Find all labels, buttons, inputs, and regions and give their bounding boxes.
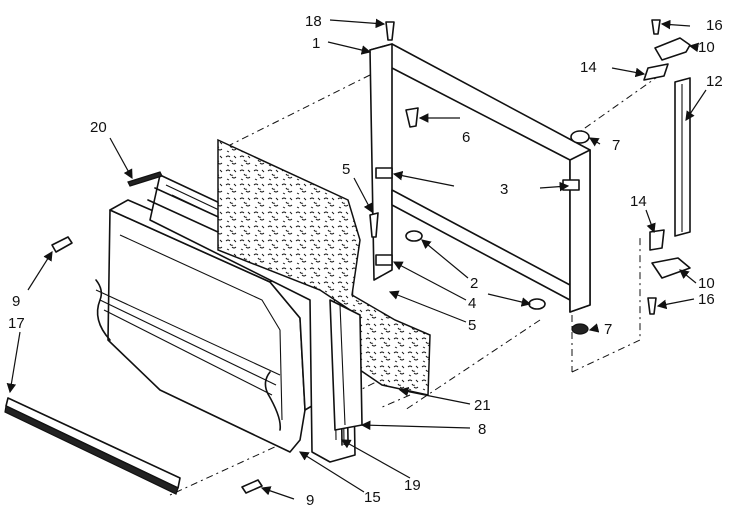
handle-brackets (643, 19, 691, 315)
callout-14-upper: 14 (580, 59, 597, 76)
callout-9-lower: 9 (306, 492, 314, 509)
callout-14-lower: 14 (630, 193, 647, 210)
callout-labels: 1 18 6 3 5 2 4 5 7 7 21 8 19 15 9 20 9 1… (8, 13, 723, 509)
callout-4: 4 (468, 295, 476, 312)
door-shelf-rail (4, 397, 181, 495)
leader-arrows (6, 18, 707, 500)
small-parts (51, 21, 590, 494)
callout-1: 1 (312, 35, 320, 52)
callout-16-upper: 16 (706, 17, 723, 34)
callout-7-lower: 7 (604, 321, 612, 338)
callout-5-lower: 5 (468, 317, 476, 334)
callout-16-lower: 16 (698, 291, 715, 308)
callout-10-lower: 10 (698, 275, 715, 292)
door-frame (369, 43, 591, 313)
callout-15: 15 (364, 489, 381, 506)
callout-6: 6 (462, 129, 470, 146)
callout-9-upper: 9 (12, 293, 20, 310)
callout-17: 17 (8, 315, 25, 332)
callout-7-upper: 7 (612, 137, 620, 154)
callout-12: 12 (706, 73, 723, 90)
callout-2: 2 (470, 275, 478, 292)
door-handle (674, 77, 691, 237)
callout-18: 18 (305, 13, 322, 30)
trim-strip (127, 171, 163, 187)
callout-20: 20 (90, 119, 107, 136)
inner-frame (329, 299, 363, 431)
callout-8: 8 (478, 421, 486, 438)
callout-21: 21 (474, 397, 491, 414)
callout-5-upper: 5 (342, 161, 350, 178)
callout-10-upper: 10 (698, 39, 715, 56)
callout-19: 19 (404, 477, 421, 494)
callout-3: 3 (500, 181, 508, 198)
